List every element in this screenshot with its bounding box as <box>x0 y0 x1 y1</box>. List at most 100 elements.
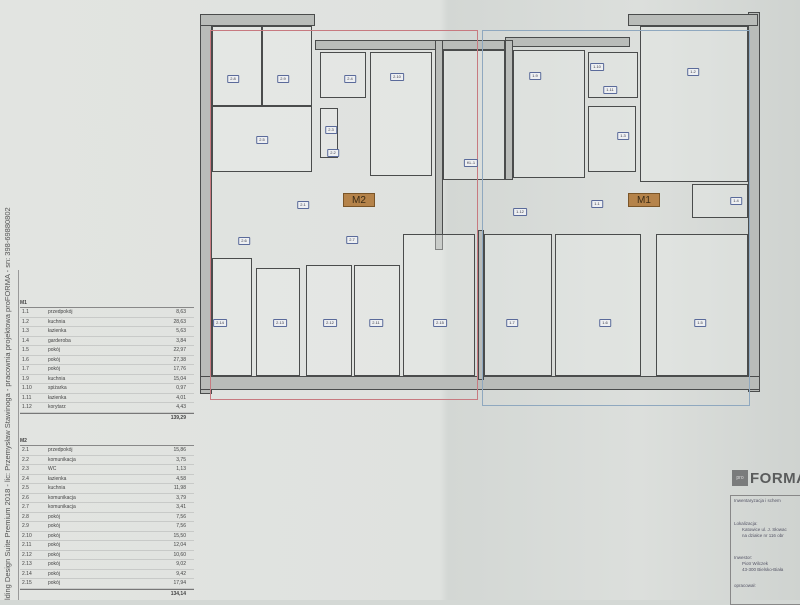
cell-name: pokój <box>48 551 60 558</box>
margin-line <box>18 270 19 600</box>
software-license-text: lding Design Suite Premium 2018 - lic: P… <box>3 207 12 600</box>
cell-area: 3,79 <box>176 494 186 501</box>
cell-no: 1.9 <box>22 375 29 382</box>
table-row: 2.6 komunikacja 3,79 <box>20 494 194 503</box>
room-label: 1.3 <box>617 132 629 140</box>
room-2-9 <box>262 26 312 106</box>
room-2-8 <box>212 26 262 106</box>
room-label: 1.7 <box>506 319 518 327</box>
cell-area: 9,02 <box>176 561 186 567</box>
outer-wall-top-far <box>628 14 758 26</box>
room-1-5 <box>656 234 748 376</box>
room-label: 2.1 <box>297 201 309 209</box>
cell-no: 2.3 <box>22 466 29 472</box>
cell-name: pokój <box>48 366 60 372</box>
stair-wall-left <box>435 40 443 250</box>
cell-no: 2.4 <box>22 475 29 482</box>
room-2-4 <box>320 52 366 98</box>
cell-no: 1.5 <box>22 347 29 353</box>
cell-area: 11,98 <box>173 485 186 491</box>
staircase <box>443 50 505 180</box>
cell-name: przedpokój <box>48 447 73 453</box>
cell-no: 2.14 <box>22 570 32 577</box>
investor-name: Piotr Wilczek <box>742 561 769 566</box>
cell-area: 15,86 <box>173 447 186 453</box>
room-label: 2.6 <box>238 237 250 245</box>
outer-wall-top-left <box>200 14 315 26</box>
cell-no: 2.12 <box>22 551 32 558</box>
cell-name: spiżarka <box>48 385 67 391</box>
cell-name: garderoba <box>48 337 71 344</box>
room-label: 2.7 <box>346 236 358 244</box>
party-wall <box>478 230 484 380</box>
cell-name: pokój <box>48 513 60 520</box>
cell-no: 2.13 <box>22 561 32 567</box>
cell-name: komunikacja <box>48 456 76 463</box>
room-label: 2.12 <box>323 319 337 327</box>
cell-area: 17,76 <box>173 366 186 372</box>
drawing-title: Inwentaryzacja i schem <box>734 498 781 503</box>
room-label: 2.10 <box>390 73 404 81</box>
cell-name: komunikacja <box>48 494 76 501</box>
cell-no: 2.6 <box>22 494 29 501</box>
cell-name: kuchnia <box>48 485 66 491</box>
cell-name: łazienka <box>48 475 67 482</box>
cell-area: 28,63 <box>173 318 186 325</box>
cell-name: przedpokój <box>48 309 73 315</box>
room-1-6 <box>555 234 641 376</box>
room-label: 2.4 <box>344 75 356 83</box>
cell-name: pokój <box>48 570 60 577</box>
cell-area: 15,04 <box>173 375 186 382</box>
cell-no: 2.5 <box>22 485 29 491</box>
location-label: Lokalizacja: <box>734 521 758 526</box>
room-label: 1.5 <box>694 319 706 327</box>
cell-area: 27,38 <box>173 356 186 363</box>
cell-area: 3,84 <box>176 337 186 344</box>
cell-area: 12,04 <box>173 542 186 548</box>
cell-area: 7,56 <box>176 523 186 529</box>
cell-no: 2.7 <box>22 504 29 510</box>
cell-no: 1.12 <box>22 404 32 410</box>
cell-name: łazienka <box>48 394 67 401</box>
title-block: pro FORMA Inwentaryzacja i schem Lokaliz… <box>728 465 800 605</box>
unit-badge-m2: M2 <box>343 193 375 207</box>
room-label: 2.13 <box>273 319 287 327</box>
table-total: 139,29 <box>20 412 194 422</box>
cell-name: kuchnia <box>48 318 66 325</box>
table-total: 134,14 <box>20 588 194 598</box>
cell-area: 22,97 <box>173 347 186 353</box>
room-label: 1.11 <box>603 86 617 94</box>
cell-no: 2.15 <box>22 580 32 586</box>
cell-area: 3,75 <box>176 456 186 463</box>
title-block-box <box>730 495 800 605</box>
outer-wall-right <box>748 12 760 392</box>
cell-name: korytarz <box>48 404 66 410</box>
room-label: 1.1 <box>591 200 603 208</box>
cell-area: 9,42 <box>176 570 186 577</box>
room-1-9 <box>513 50 585 178</box>
cell-area: 3,41 <box>176 504 186 510</box>
cell-area: 15,50 <box>173 532 186 539</box>
location-line-2: na działce nr 116 obr <box>742 533 784 538</box>
room-label: 1.6 <box>599 319 611 327</box>
room-label: KL.1 <box>463 159 479 167</box>
cell-area: 5,63 <box>176 328 186 334</box>
cell-name: pokój <box>48 523 60 529</box>
cell-no: 2.10 <box>22 532 32 539</box>
room-label: 2.5 <box>256 136 268 144</box>
